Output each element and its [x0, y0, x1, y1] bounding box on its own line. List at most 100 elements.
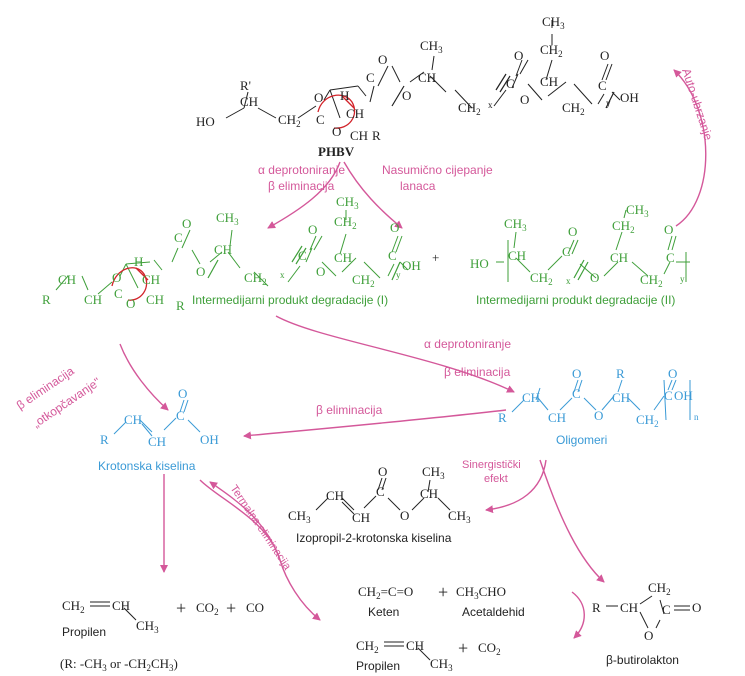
label-random-2: lanaca [400, 179, 436, 193]
atom-ch2: CH2 [62, 598, 85, 615]
atom-acetaldehyde: CH3CHO [456, 584, 506, 601]
isopropyl-structure [315, 477, 451, 515]
atom-c: C [662, 602, 671, 617]
label-thermal: Termalna eliminacija [228, 483, 294, 573]
subscript-n: n [694, 412, 699, 422]
crotonic-structure [113, 399, 201, 437]
label-synergy-2: efekt [484, 473, 508, 485]
atom-ch2: CH2 [612, 218, 635, 235]
atom-o: O [514, 48, 523, 63]
atom-ch: CH [612, 390, 630, 405]
atom-r: R [372, 128, 381, 143]
atom-ch: CH [548, 410, 566, 425]
atom-ch: CH [124, 412, 142, 427]
atom-h: H [134, 254, 143, 269]
plus-sign: + [176, 598, 186, 618]
atom-r: R [100, 432, 109, 447]
atom-c: C [572, 386, 581, 401]
atom-ch2: CH2 [352, 272, 375, 289]
atom-o: O [590, 270, 599, 285]
atom-o: O [178, 386, 187, 401]
propylene-1-structure [90, 601, 137, 621]
intermediate-2-atoms: HO CH CH3 CH2 C O x O CH CH2 CH3 CH2 C O… [470, 202, 685, 289]
arrow-thermal-1 [199, 479, 321, 621]
arrow-deprot-1 [267, 161, 341, 229]
atom-ch2: CH2 [648, 580, 671, 597]
atom-c: C [114, 286, 123, 301]
atom-o: O [196, 264, 205, 279]
propylene-2-structure [384, 641, 431, 661]
isopropyl-atoms: CH3 CH CH C O O CH CH3 CH3 [288, 464, 471, 525]
label-elim-2: β eliminacija [444, 365, 511, 379]
butyrolactone-label: β-butirolakton [606, 653, 679, 667]
subscript-y: y [396, 270, 401, 280]
atom-ch: CH [610, 250, 628, 265]
label-synergy-1: Sinergistički [462, 459, 521, 471]
atom-ch: CH [418, 70, 436, 85]
atom-o: O [692, 600, 701, 615]
label-deprot-2: α deprotoniranje [424, 337, 511, 351]
atom-co2: CO2 [196, 600, 219, 617]
atom-ch3: CH3 [216, 210, 239, 227]
isopropyl-label: Izopropil-2-krotonska kiselina [296, 531, 452, 545]
atom-ch: CH [620, 600, 638, 615]
r-group-note: (R: -CH3 or -CH2CH3) [60, 656, 178, 673]
arrow-random-cleavage [343, 161, 403, 229]
intermediate-2-structure [496, 209, 690, 282]
atom-ch: CH [240, 94, 258, 109]
subscript-x: x [566, 276, 571, 286]
atom-ch3: CH3 [542, 14, 565, 31]
plus-sign: + [432, 250, 439, 265]
acetaldehyde-label: Acetaldehid [462, 605, 525, 619]
propylene-2-atoms: CH2 CH CH3 + CO2 [356, 638, 501, 673]
atom-r: R [592, 600, 601, 615]
atom-ch: CH [540, 74, 558, 89]
arrow-beta-elim-mid [243, 409, 507, 440]
atom-ch: CH [214, 242, 232, 257]
arrow-auto-acceleration [673, 69, 707, 227]
atom-o: O [594, 408, 603, 423]
atom-o: O [568, 224, 577, 239]
atom-ch2: CH2 [356, 638, 379, 655]
atom-ch2: CH2 [334, 214, 357, 231]
atom-ch2: CH2 [278, 112, 301, 129]
atom-ch2: CH2 [636, 412, 659, 429]
plus-sign: + [458, 638, 468, 658]
atom-ho: HO [196, 114, 215, 129]
atom-o: O [182, 216, 191, 231]
atom-co2: CO2 [478, 640, 501, 657]
atom-o: O [664, 222, 673, 237]
atom-ch3: CH3 [504, 216, 527, 233]
atom-co: CO [246, 600, 264, 615]
subscript-x: x [280, 270, 285, 280]
atom-c: C [506, 76, 515, 91]
arrow-to-butyrolactone [539, 459, 605, 583]
phbv-structure [225, 20, 621, 129]
atom-c: C [298, 248, 307, 263]
atom-ch2: CH2 [530, 270, 553, 287]
atom-ch3: CH3 [626, 202, 649, 219]
atom-ch: CH [508, 248, 526, 263]
arrow-thermal-2 [209, 481, 281, 561]
atom-ch3: CH3 [430, 656, 453, 673]
atom-c: C [598, 78, 607, 93]
label-random-1: Nasumično cijepanje [382, 163, 493, 177]
subscript-x: x [488, 100, 493, 110]
oligomers-label: Oligomeri [556, 433, 607, 447]
atom-o: O [332, 124, 341, 139]
label-deprot-1: α deprotoniranje [258, 163, 345, 177]
atom-ch: CH [522, 390, 540, 405]
atom-o: O [572, 366, 581, 381]
plus-sign: + [438, 582, 448, 602]
label-beta-mid: β eliminacija [316, 403, 383, 417]
atom-c: C [366, 70, 375, 85]
atom-r: R [616, 366, 625, 381]
atom-ch2: CH2 [458, 100, 481, 117]
arrow-synergy [485, 459, 547, 514]
arrow-deprot-2 [275, 315, 515, 393]
atom-ch: CH [326, 488, 344, 503]
atom-c: C [316, 112, 325, 127]
atom-ch: CH [58, 272, 76, 287]
atom-c: C [664, 388, 673, 403]
